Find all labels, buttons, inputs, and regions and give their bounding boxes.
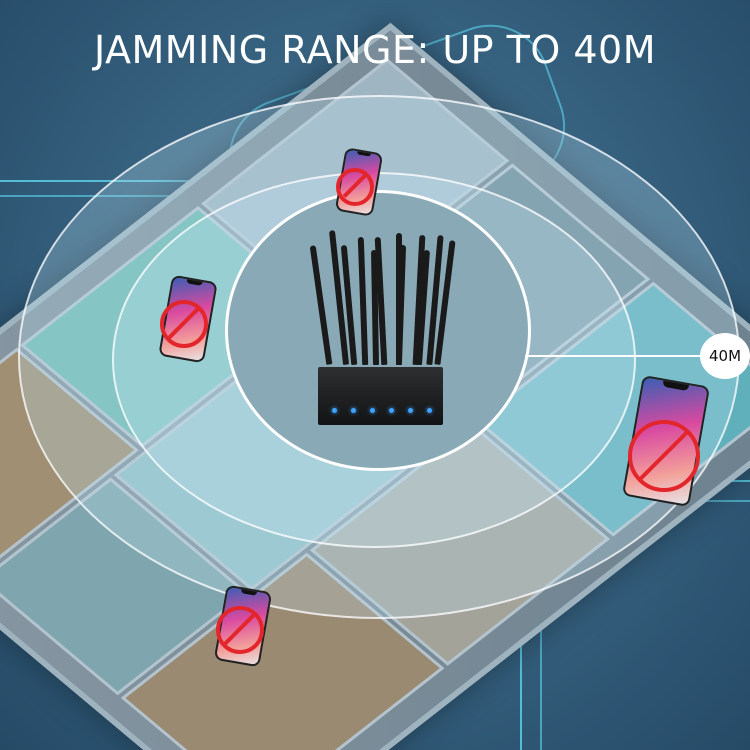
no-signal-icon <box>336 168 374 206</box>
no-signal-icon <box>216 606 264 654</box>
no-signal-icon <box>628 420 700 492</box>
antenna <box>309 245 333 365</box>
antenna <box>357 236 369 366</box>
range-indicator-line <box>525 355 715 357</box>
status-led <box>332 408 337 413</box>
status-led <box>427 408 432 413</box>
signal-jammer-device <box>300 230 456 425</box>
status-led <box>370 408 375 413</box>
status-led <box>408 408 413 413</box>
page-title: JAMMING RANGE: UP TO 40M <box>93 28 657 72</box>
no-signal-icon <box>160 300 208 348</box>
jammer-body <box>318 367 443 425</box>
status-led <box>389 408 394 413</box>
range-badge: 40M <box>700 333 750 379</box>
status-led <box>351 408 356 413</box>
